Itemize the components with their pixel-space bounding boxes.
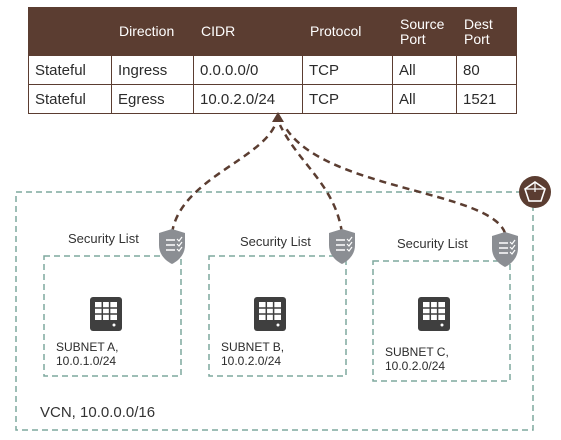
compute-instance-icon [254,297,286,331]
table-cell: 10.0.2.0/24 [193,84,303,114]
table-cell: All [392,84,457,114]
connectors [170,124,507,234]
table-cell: Egress [111,84,194,114]
shield-list-icon [329,229,355,264]
vcn-network-icon [519,176,551,208]
header-cell-protocol: Protocol [302,7,393,56]
table-cell: All [392,55,457,85]
subnet-cidr: 10.0.2.0/24 [385,359,446,373]
table-cell: Ingress [111,55,194,85]
subnet-a-label: SUBNET A, 10.0.1.0/24 [56,340,118,368]
security-list-label-b: Security List [240,234,311,249]
arrowhead-icon [272,112,284,122]
table-cell: 0.0.0.0/0 [193,55,303,85]
subnet-a-box [43,255,182,377]
subnet-name: SUBNET C, [385,345,449,359]
subnet-c-box [372,260,511,382]
security-list-label-a: Security List [68,231,139,246]
table-cell: TCP [302,84,393,114]
subnet-cidr: 10.0.1.0/24 [56,354,117,368]
vcn-label: VCN, 10.0.0.0/16 [40,404,156,421]
connector-a [170,124,277,234]
compute-instance-icon [90,297,122,331]
security-list-label-c: Security List [397,236,468,251]
subnet-name: SUBNET A, [56,340,119,354]
subnet-cidr: 10.0.2.0/24 [221,354,282,368]
compute-instance-icon [418,297,450,331]
table-row: Stateful Egress 10.0.2.0/24 TCP All 1521 [28,84,517,114]
table-cell: Stateful [28,84,112,114]
subnet-b-box [208,255,347,377]
subnet-b-label: SUBNET B, 10.0.2.0/24 [221,340,284,368]
header-cell-cidr: CIDR [193,7,303,56]
connector-b [278,124,344,234]
table-cell: 1521 [456,84,517,114]
shield-list-icon [492,232,518,267]
shield-list-icon [159,229,185,264]
subnet-c-label: SUBNET C, 10.0.2.0/24 [385,345,449,373]
vcn-boundary [15,191,534,431]
header-cell-type [28,7,112,56]
table-cell: Stateful [28,55,112,85]
subnet-name: SUBNET B, [221,340,285,354]
connector-c [282,124,507,234]
